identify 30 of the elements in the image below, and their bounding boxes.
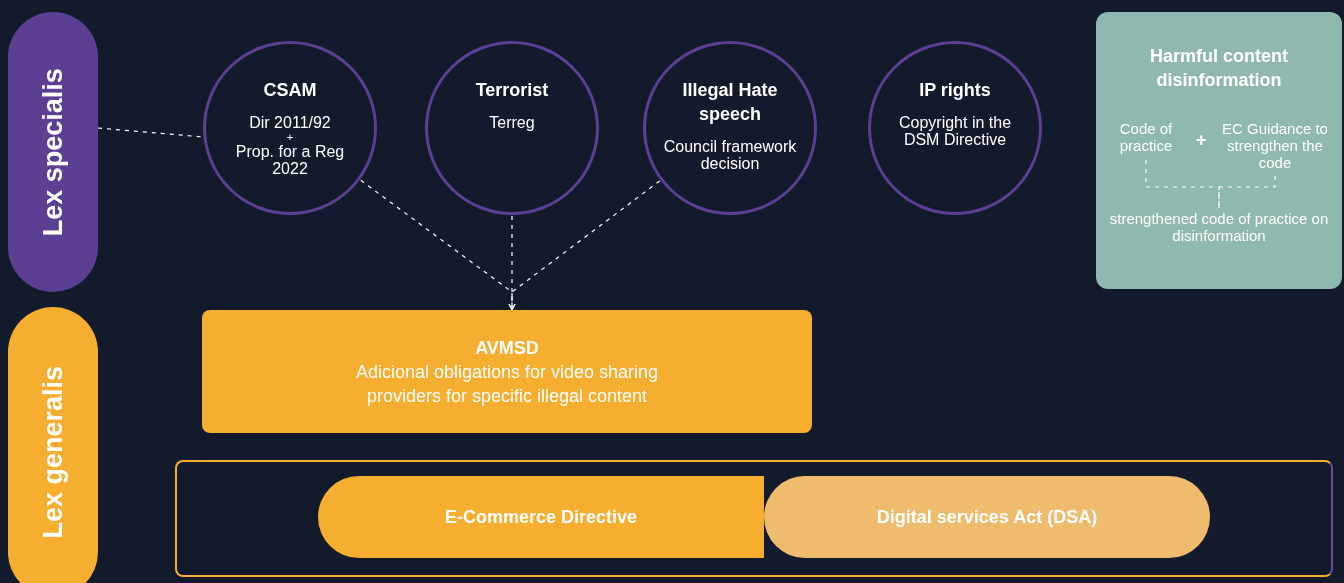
circle-title: Illegal Hate speech <box>681 79 779 126</box>
circle-text: Dir 2011/92 <box>249 114 331 131</box>
box-text: Adicional obligations for video sharing providers for specific illegal content <box>354 360 660 408</box>
dashed-connector <box>1145 159 1220 211</box>
panel-text: Code of practice <box>1118 120 1174 154</box>
pill-label: Digital services Act (DSA) <box>876 505 1098 529</box>
panel-text: strengthened code of practice on disinformation <box>1108 210 1330 244</box>
plus-sign: + <box>286 131 294 143</box>
dashed-connector <box>97 127 203 138</box>
pill-label: E-Commerce Directive <box>444 505 638 529</box>
circle-title: Terrorist <box>475 79 549 102</box>
plus-sign: + <box>1196 130 1207 150</box>
circle-text: Copyright in the DSM Directive <box>897 114 1013 148</box>
box-title: AVMSD <box>475 336 539 360</box>
frame-box <box>175 460 1333 577</box>
panel-title: Harmful content disinformation <box>1149 45 1289 92</box>
info-panel <box>1096 12 1342 289</box>
directive-pill <box>764 476 1210 558</box>
category-pill <box>8 307 98 583</box>
circle-text: Terreg <box>489 114 535 131</box>
circle-text: Prop. for a Reg 2022 <box>234 143 346 177</box>
panel-text: EC Guidance to strengthen the code <box>1221 120 1329 171</box>
dashed-connector <box>508 180 661 311</box>
circle-title: CSAM <box>263 79 317 102</box>
category-title: Lex specialis <box>36 67 69 237</box>
process-box <box>202 310 812 433</box>
category-title: Lex generalis <box>36 365 69 539</box>
directive-pill <box>318 476 764 558</box>
circle-text: Council framework decision <box>662 138 798 172</box>
circle-title: IP rights <box>919 79 991 102</box>
